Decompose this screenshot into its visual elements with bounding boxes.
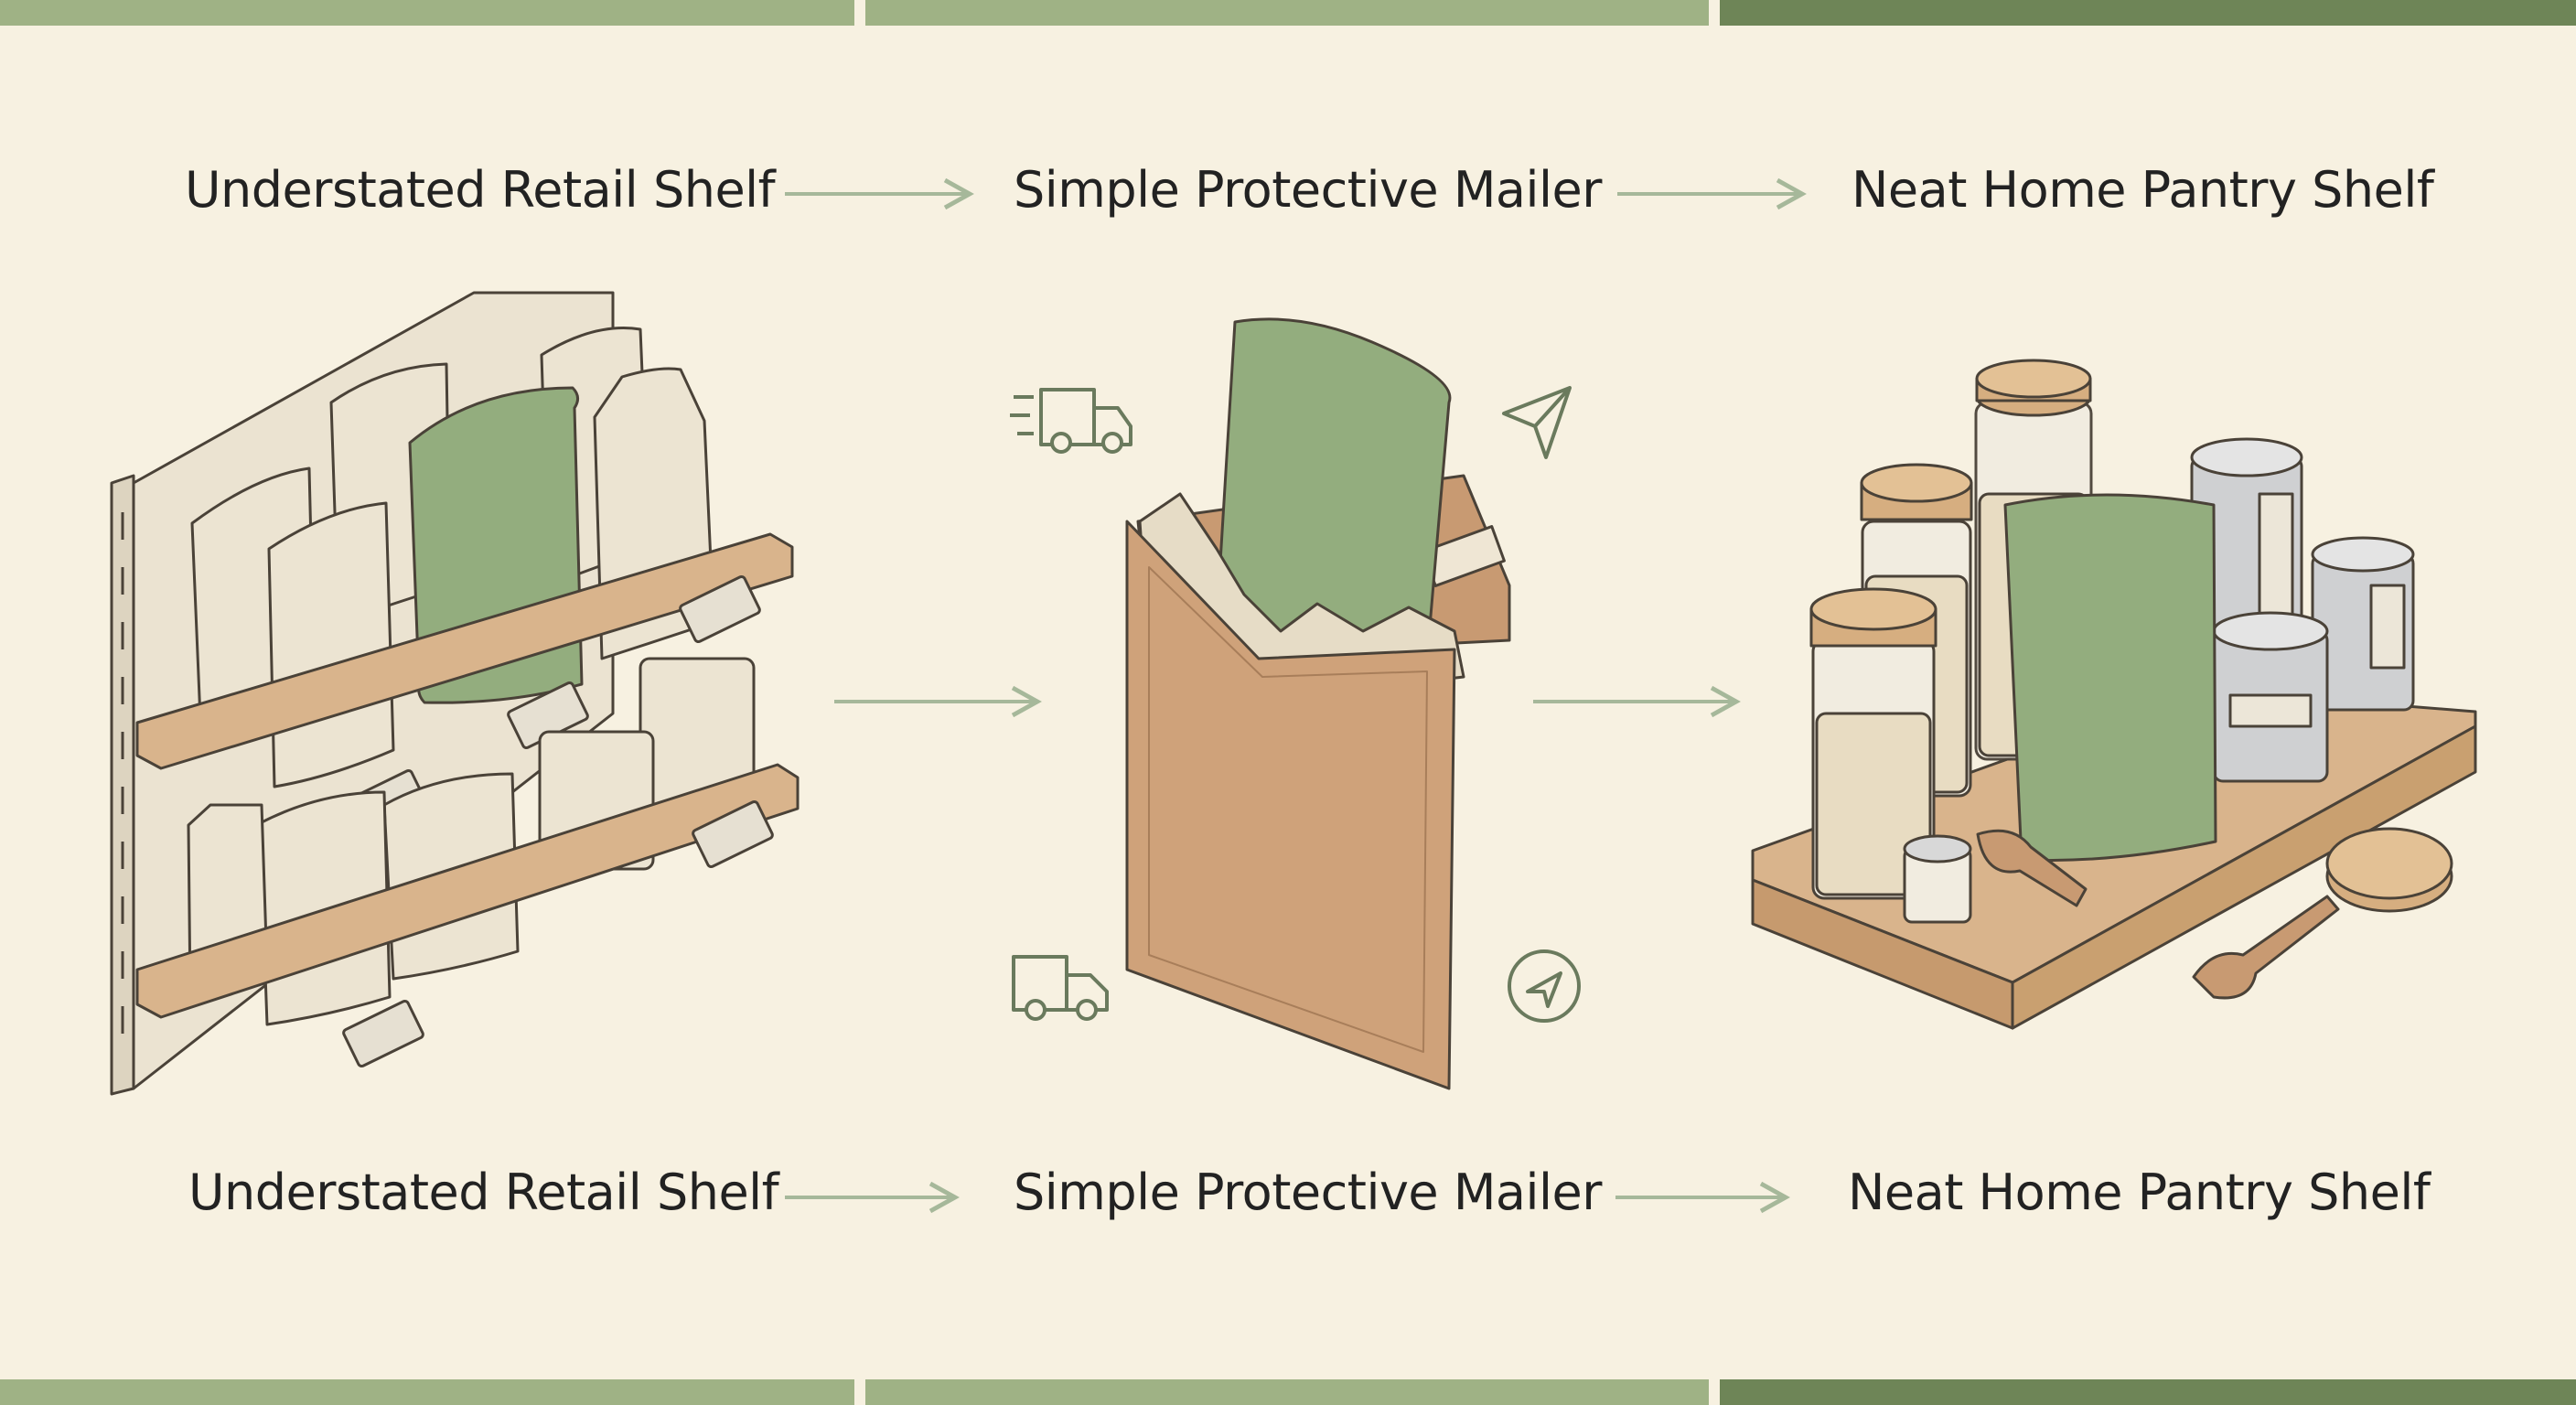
flow-arrows [785, 177, 1807, 1214]
retail-shelf-board-bottom [135, 763, 800, 1019]
mailer-envelope-body [1125, 520, 1456, 1090]
delivery-truck-icon [1010, 388, 1132, 454]
pantry-scoop [1976, 829, 2088, 907]
top-bar-segment-1 [0, 0, 854, 26]
navigation-icon [1508, 949, 1581, 1023]
bottom-label-pantry-shelf: Neat Home Pantry Shelf [1848, 1164, 2431, 1221]
shelf-upright [110, 474, 135, 1096]
paper-plane-icon [1502, 386, 1572, 459]
shelf-tag [679, 574, 761, 644]
truck-icon [1012, 955, 1109, 1021]
pantry-wooden-spoon [2192, 895, 2340, 1000]
shelf-tag [692, 799, 774, 869]
pantry-shelf-illustration [1751, 359, 2477, 1030]
mailer-illustration [1125, 317, 1511, 1090]
pantry-green-pouch [2003, 493, 2217, 863]
bottom-bar-segment-2 [865, 1379, 1709, 1405]
bottom-accent-bar [0, 1379, 2576, 1405]
top-label-retail-shelf: Understated Retail Shelf [185, 161, 776, 219]
top-label-pantry-shelf: Neat Home Pantry Shelf [1852, 161, 2434, 219]
top-bar-segment-3 [1720, 0, 2576, 26]
top-accent-bar [0, 0, 2576, 26]
bottom-label-protective-mailer: Simple Protective Mailer [1014, 1164, 1602, 1221]
top-label-protective-mailer: Simple Protective Mailer [1014, 161, 1602, 219]
top-bar-segment-2 [865, 0, 1709, 26]
bottom-bar-segment-1 [0, 1379, 854, 1405]
bottom-label-retail-shelf: Understated Retail Shelf [188, 1164, 779, 1221]
mailer-green-pouch [1215, 317, 1452, 660]
retail-shelf-board-top [135, 532, 794, 770]
retail-shelf-illustration [110, 291, 800, 1096]
shelf-tag [342, 999, 424, 1068]
bottom-bar-segment-3 [1720, 1379, 2576, 1405]
